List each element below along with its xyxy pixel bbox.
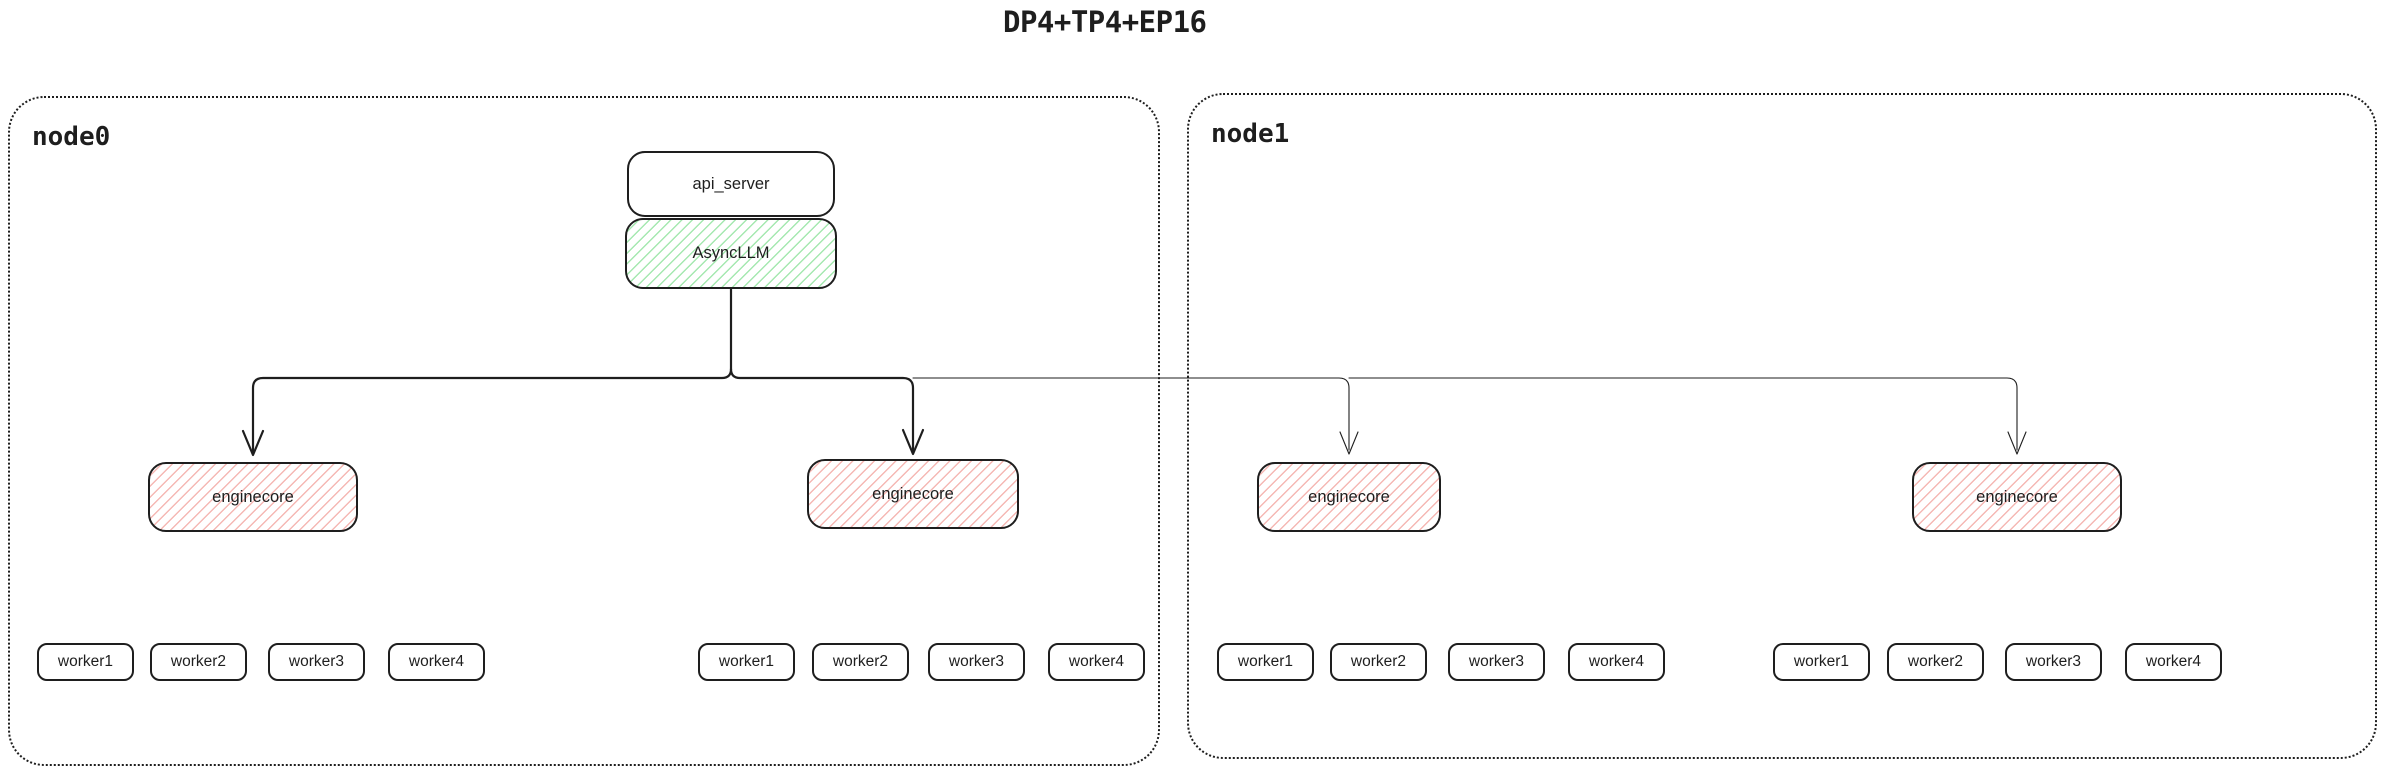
worker-box: worker2 xyxy=(150,643,247,681)
asyncllm-box: AsyncLLM xyxy=(625,218,837,289)
worker-box: worker1 xyxy=(698,643,795,681)
worker-box: worker2 xyxy=(1330,643,1427,681)
worker-box: worker4 xyxy=(388,643,485,681)
node0-label: node0 xyxy=(32,122,111,152)
enginecore-box-1: enginecore xyxy=(148,462,358,532)
worker-box: worker4 xyxy=(2125,643,2222,681)
worker-box: worker3 xyxy=(928,643,1025,681)
worker-box: worker1 xyxy=(1773,643,1870,681)
worker-box: worker3 xyxy=(1448,643,1545,681)
worker-box: worker4 xyxy=(1568,643,1665,681)
worker-box: worker1 xyxy=(37,643,134,681)
node1-label: node1 xyxy=(1211,119,1290,149)
worker-box: worker4 xyxy=(1048,643,1145,681)
diagram-title: DP4+TP4+EP16 xyxy=(1003,5,1207,39)
enginecore-box-2: enginecore xyxy=(807,459,1019,529)
worker-box: worker3 xyxy=(2005,643,2102,681)
enginecore-box-4: enginecore xyxy=(1912,462,2122,532)
api-server-box: api_server xyxy=(627,151,835,217)
worker-box: worker2 xyxy=(812,643,909,681)
worker-box: worker1 xyxy=(1217,643,1314,681)
enginecore-box-3: enginecore xyxy=(1257,462,1441,532)
worker-box: worker3 xyxy=(268,643,365,681)
worker-box: worker2 xyxy=(1887,643,1984,681)
